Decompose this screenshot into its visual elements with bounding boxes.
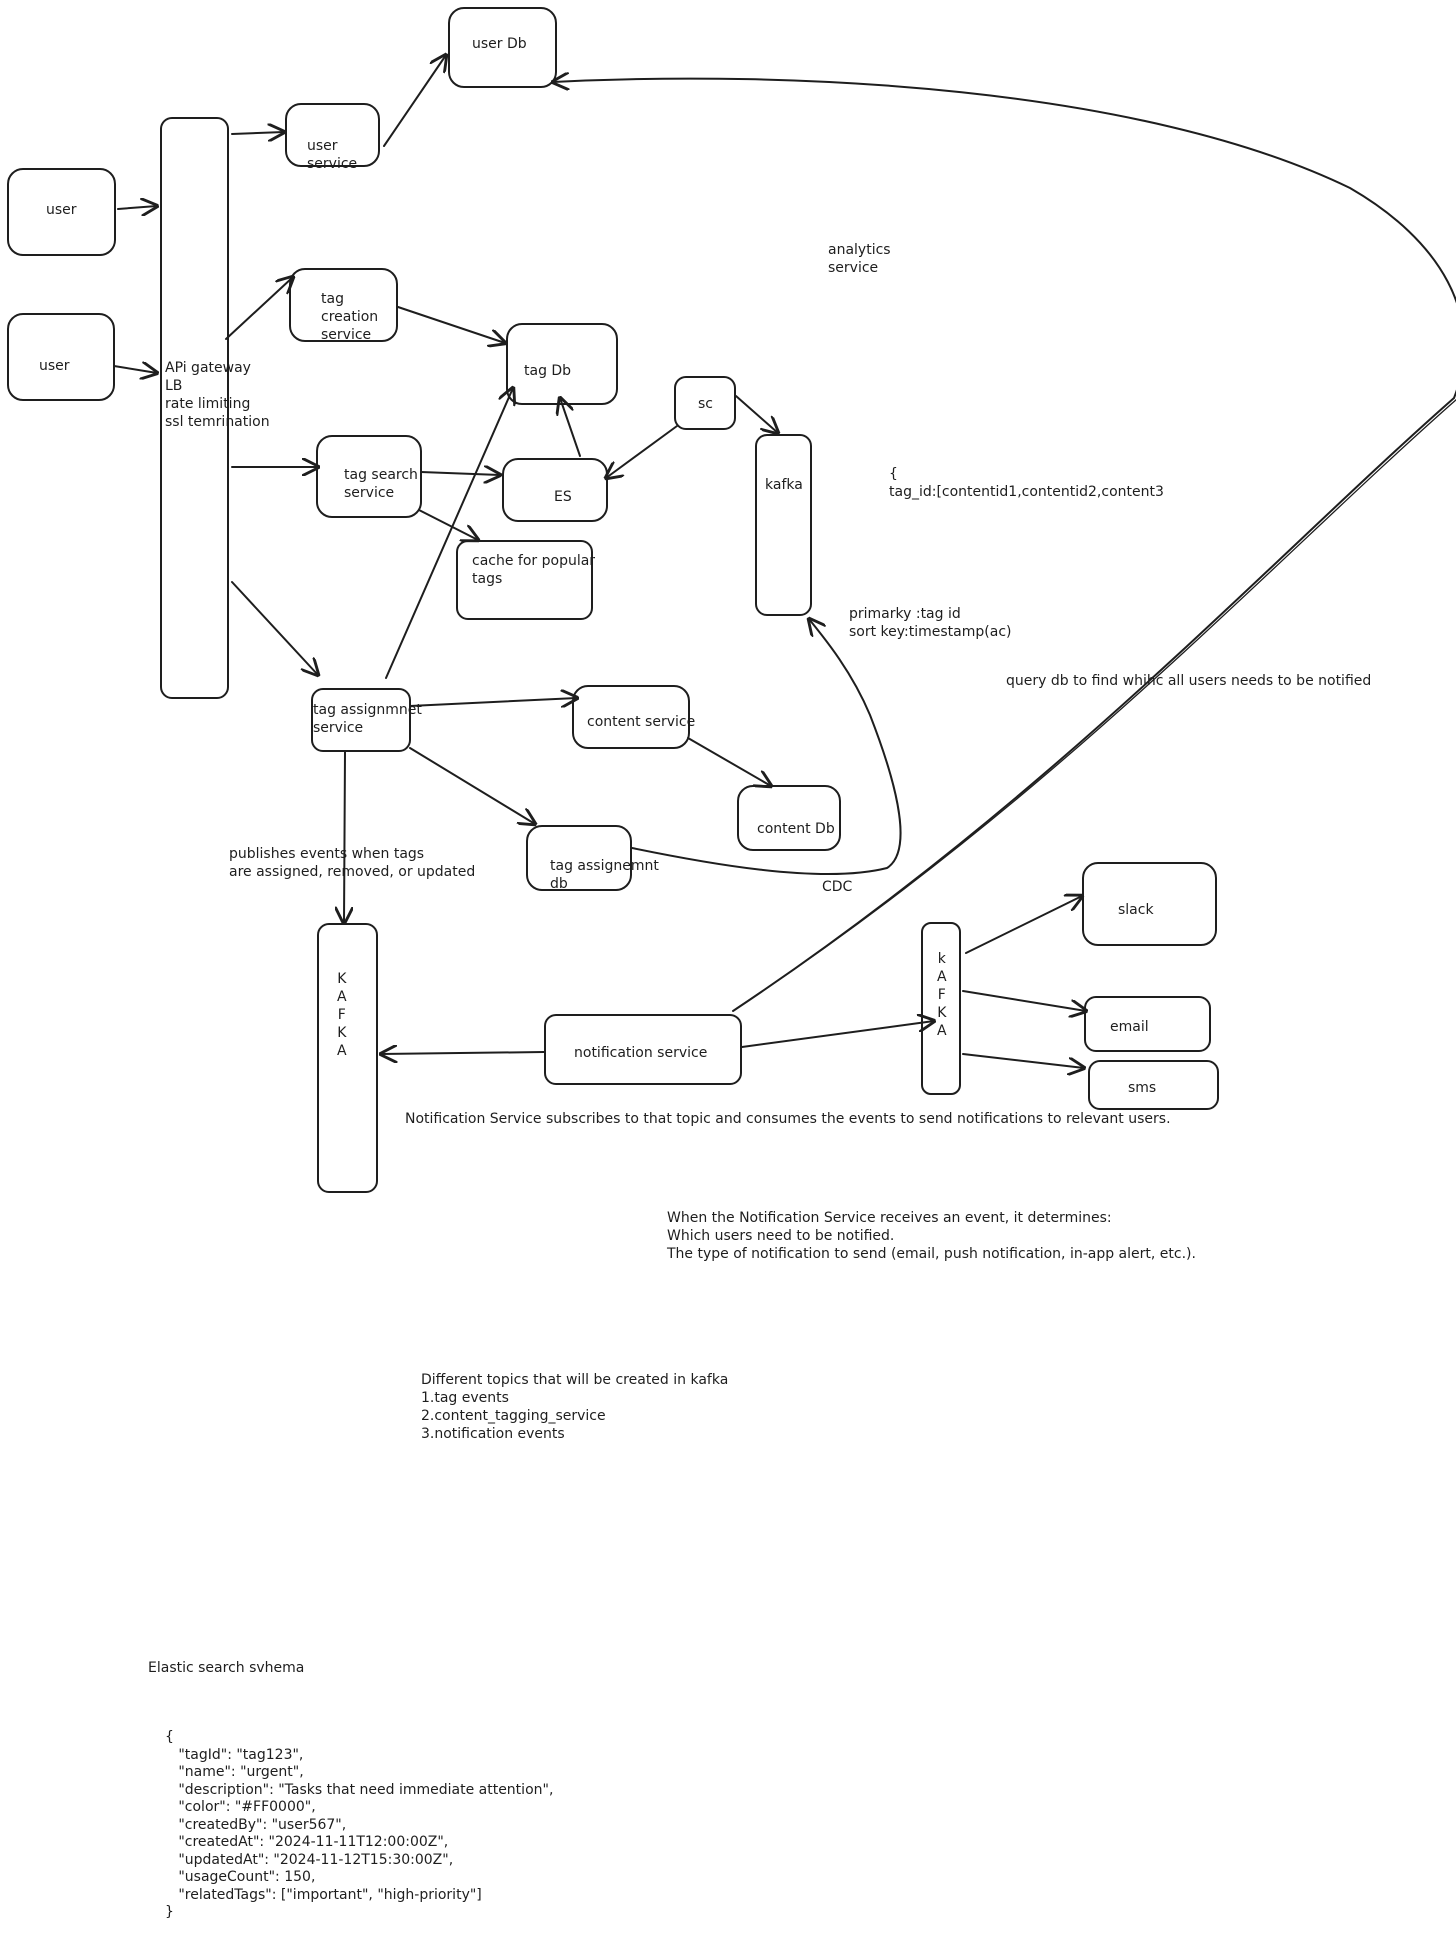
keys-note: primarky :tag id sort key:timestamp(ac) [849,606,1012,640]
user-node-2-label: user [39,358,70,374]
tag-creation-service-label: tag creation service [321,291,379,343]
edge-tag-assignment-content [409,698,577,706]
kafka-notify-label: k A F K A [937,951,947,1039]
tag-assignment-db-node[interactable]: tag assignemnt db [526,825,659,892]
es-node[interactable]: ES [502,458,608,522]
es-schema-json: { "tagId": "tag123", "name": "urgent", "… [165,1729,554,1920]
user-service-label: user service [307,138,358,172]
sc-node[interactable]: sc [674,376,736,430]
sms-label: sms [1128,1080,1157,1096]
edge-sc-es [606,425,678,478]
edge-notification-user-db [553,79,1456,1012]
email-label: email [1110,1019,1149,1035]
api-gateway-label: APi gateway LB rate limiting ssl temrina… [165,360,270,430]
edge-tag-assignment-assign-db [409,747,535,824]
publishes-note: publishes events when tags are assigned,… [229,846,476,880]
user-node-2[interactable]: user [7,313,115,401]
sc-label: sc [698,396,713,412]
content-db-label: content Db [757,821,835,837]
content-service-node[interactable]: content service [572,685,695,749]
kafka-main-node[interactable]: K A F K A [317,923,378,1193]
es-schema-title: Elastic search svhema [148,1660,305,1676]
tag-db-node[interactable]: tag Db [506,323,618,405]
edge-user-service-user-db [383,55,446,147]
sms-node[interactable]: sms [1088,1060,1219,1110]
content-service-label: content service [587,714,696,730]
edge-notification-kafka [381,1052,545,1054]
kafka-notify-node[interactable]: k A F K A [921,922,961,1095]
user-node-1[interactable]: user [7,168,116,256]
edge-kafka-notify-sms [962,1053,1084,1068]
slack-label: slack [1118,902,1154,918]
tag-creation-service-node[interactable]: tag creation service [289,268,398,343]
subscribes-note: Notification Service subscribes to that … [405,1111,1171,1127]
query-note: query db to find whihc all users needs t… [1006,673,1372,689]
user-node-1-label: user [46,202,77,218]
topics-note: Different topics that will be created in… [421,1372,729,1442]
cache-label: cache for popular tags [472,553,596,587]
tag-assignment-db-label: tag assignemnt db [550,858,659,892]
tag-assignment-service-label: tag assignmnet service [313,702,422,736]
cdc-note: CDC [822,879,853,895]
tag-map-note: { tag_id:[contentid1,contentid2,content3 [889,466,1164,500]
user-db-node[interactable]: user Db [448,7,557,88]
tag-search-service-node[interactable]: tag search service [316,435,422,518]
edge-tag-creation-tag-db [397,306,505,343]
edge-gateway-tag-creation [225,277,293,340]
edge-notification-user-db-double [736,399,1456,1009]
edge-user1-gateway [117,206,157,209]
edge-notification-kafka-notify [741,1021,934,1048]
tag-assignment-service-node[interactable]: tag assignmnet service [311,688,422,752]
user-service-node[interactable]: user service [285,103,380,172]
edge-tag-assignment-tag-db [385,388,513,679]
slack-node[interactable]: slack [1082,862,1217,946]
edge-tag-search-es [420,472,500,475]
edge-cdc-to-kafka [631,619,902,875]
edge-kafka-notify-email [962,990,1086,1011]
user-db-label: user Db [472,36,527,52]
email-node[interactable]: email [1084,996,1211,1052]
kafka-cdc-node[interactable]: kafka [755,434,812,616]
cache-node[interactable]: cache for popular tags [456,540,596,620]
tag-db-label: tag Db [524,363,572,379]
edge-tag-assignment-kafka [344,751,345,923]
edge-sc-kafka [735,395,778,433]
notification-service-label: notification service [574,1045,708,1061]
edge-gateway-user-service [231,132,284,134]
edge-user2-gateway [113,366,157,373]
api-gateway-node[interactable] [160,117,229,699]
content-db-node[interactable]: content Db [737,785,841,851]
es-label: ES [554,489,572,505]
determines-note: When the Notification Service receives a… [667,1210,1196,1262]
kafka-main-label: K A F K A [337,971,347,1059]
edge-kafka-notify-slack [965,896,1082,954]
notification-service-node[interactable]: notification service [544,1014,742,1085]
analytics-service-note: analytics service [828,242,891,276]
edge-tag-search-cache [418,509,478,540]
edge-es-tag-db [560,398,581,457]
tag-search-service-label: tag search service [344,467,418,501]
kafka-cdc-label: kafka [765,477,803,493]
edge-gateway-tag-assignment [231,581,318,675]
edge-content-content-db [687,737,771,786]
